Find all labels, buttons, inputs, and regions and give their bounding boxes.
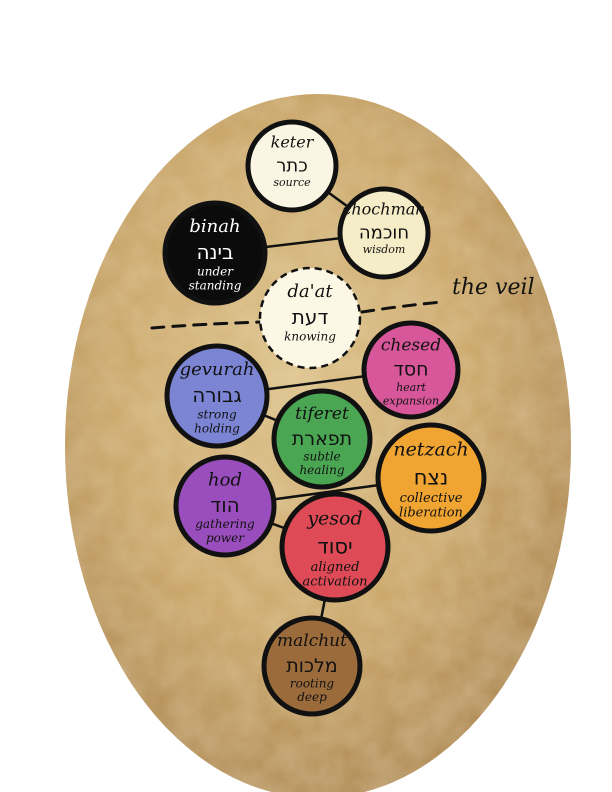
hebrew-tiferet: תפארת [292, 428, 352, 450]
meaning-hod-0: gathering [195, 517, 255, 531]
meaning-gevurah-0: strong [197, 408, 237, 422]
circle-chochmah [337, 186, 431, 280]
meaning-malchut-0: rooting [290, 677, 335, 691]
circle-daat [258, 266, 362, 370]
name-binah: binah [189, 216, 240, 237]
meaning-binah-0: under [197, 265, 234, 279]
meaning-chesed-1: expansion [383, 394, 439, 407]
circle-netzach [375, 422, 487, 534]
name-keter: keter [271, 133, 315, 152]
circle-binah [162, 200, 268, 306]
veil-label: the veil [452, 275, 535, 300]
meaning-daat-0: knowing [284, 330, 336, 344]
name-gevurah: gevurah [180, 359, 255, 380]
circle-malchut [261, 615, 363, 717]
circle-gevurah [164, 343, 270, 449]
meaning-chochmah-0: wisdom [363, 243, 406, 256]
veil-line [150, 300, 444, 330]
meaning-netzach-0: collective [400, 491, 463, 506]
hebrew-binah: בינה [196, 240, 233, 264]
hebrew-gevurah: גבורה [192, 383, 242, 407]
hebrew-chochmah: חוכמה [359, 222, 409, 243]
meaning-tiferet-1: healing [299, 463, 344, 477]
name-malchut: malchut [277, 631, 347, 651]
meaning-yesod-0: aligned [311, 560, 360, 575]
name-tiferet: tiferet [295, 404, 349, 424]
hebrew-keter: כתר [276, 155, 308, 176]
hebrew-hod: הוד [210, 493, 239, 517]
meaning-keter-0: source [273, 176, 311, 189]
circle-chesed [361, 320, 461, 420]
circle-hod [173, 454, 277, 558]
meaning-binah-1: standing [189, 279, 242, 293]
name-yesod: yesod [306, 508, 362, 530]
circle-yesod [279, 491, 391, 603]
name-netzach: netzach [393, 439, 468, 461]
meaning-gevurah-1: holding [194, 422, 240, 436]
hebrew-chesed: חסד [393, 359, 428, 381]
circle-keter [245, 119, 339, 213]
circle-tiferet [271, 388, 373, 490]
meaning-malchut-1: deep [297, 690, 327, 704]
name-daat: da'at [287, 281, 333, 302]
meaning-hod-1: power [206, 531, 245, 545]
hebrew-yesod: יסוד [317, 534, 353, 558]
name-chochmah: chochmah [342, 200, 425, 219]
meaning-chesed-0: heart [396, 381, 426, 394]
meaning-netzach-1: liberation [399, 506, 463, 521]
hebrew-netzach: נצח [414, 465, 449, 489]
name-hod: hod [208, 469, 242, 490]
name-chesed: chesed [381, 335, 441, 355]
meaning-tiferet-0: subtle [303, 450, 340, 464]
hebrew-daat: דעת [292, 305, 329, 329]
meaning-yesod-1: activation [302, 575, 367, 590]
hebrew-malchut: מלכות [286, 655, 337, 677]
